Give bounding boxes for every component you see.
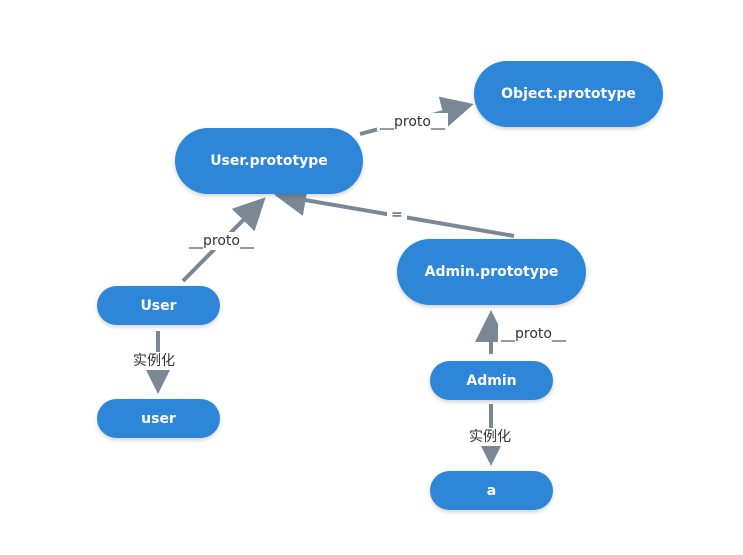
edge-label-user-to-user-proto: __proto__ [186,232,257,250]
node-admin-prototype: Admin.prototype [397,239,586,305]
edge-label-admin-proto-to-user-proto: = [387,206,407,224]
node-admin-instance: a [430,471,553,510]
node-user-prototype: User.prototype [175,128,363,194]
node-user-instance: user [97,399,220,438]
node-user-class: User [97,286,220,325]
edge-label-user-proto-to-object-proto: __proto__ [377,113,448,131]
edge-label-admin-instantiate: 实例化 [466,428,514,446]
node-object-prototype: Object.prototype [474,61,663,127]
edge-label-admin-to-admin-proto: __proto__ [498,325,569,343]
node-admin-class: Admin [430,361,553,400]
edge-label-user-instantiate: 实例化 [130,352,178,370]
